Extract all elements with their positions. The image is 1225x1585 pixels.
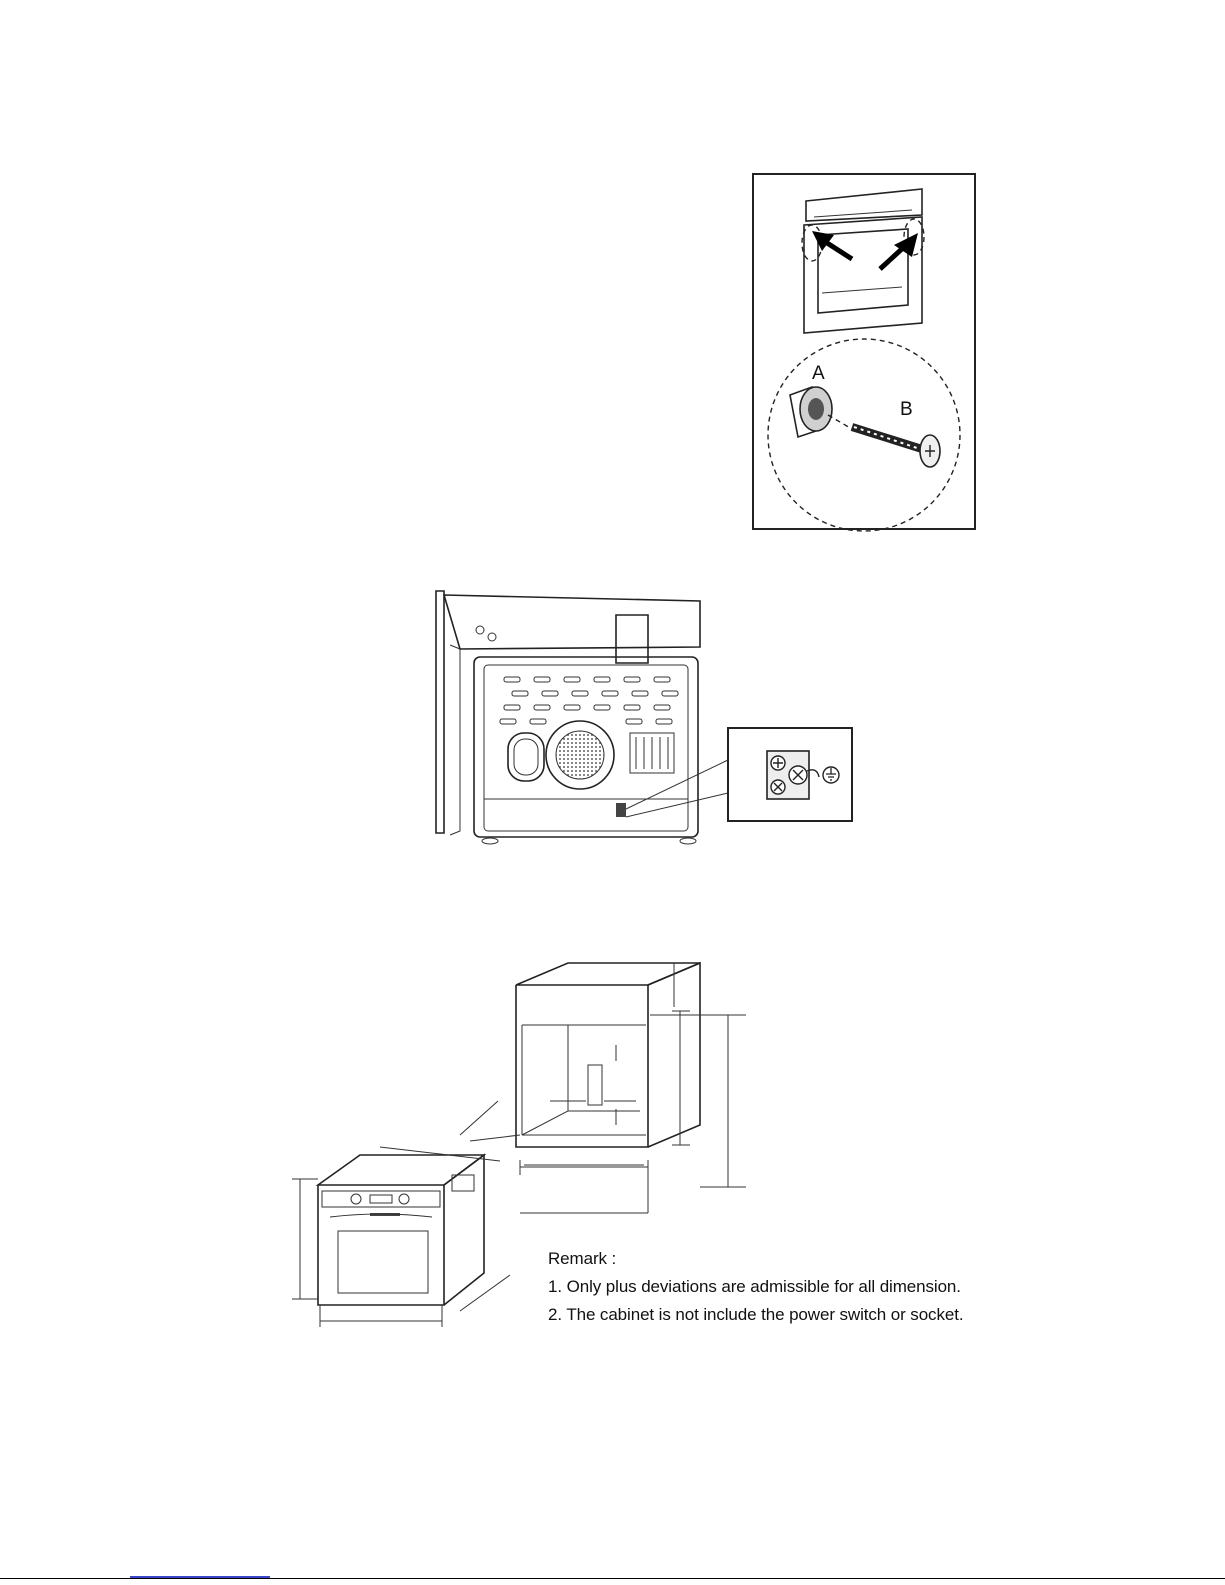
remark-item-number: 1. — [548, 1277, 562, 1296]
screw-icon — [828, 415, 940, 467]
remark-item: 2. The cabinet is not include the power … — [548, 1306, 963, 1323]
label-a: A — [812, 363, 825, 384]
dowel-icon — [790, 387, 832, 437]
ground-symbol-icon — [823, 767, 839, 783]
dowel-screw-detail: A B — [752, 173, 976, 530]
label-b: B — [900, 399, 913, 420]
remark-item-text: The cabinet is not include the power swi… — [566, 1305, 963, 1324]
remark-item-number: 2. — [548, 1305, 562, 1324]
remark-item-text: Only plus deviations are admissible for … — [567, 1277, 961, 1296]
remark-item: 1. Only plus deviations are admissible f… — [548, 1278, 963, 1295]
terminal-block-icon — [727, 727, 853, 822]
remark-block: Remark : 1. Only plus deviations are adm… — [548, 1250, 963, 1334]
footer-rule — [0, 1578, 1225, 1579]
remark-title: Remark : — [548, 1250, 963, 1267]
footer-link[interactable] — [130, 1576, 270, 1578]
